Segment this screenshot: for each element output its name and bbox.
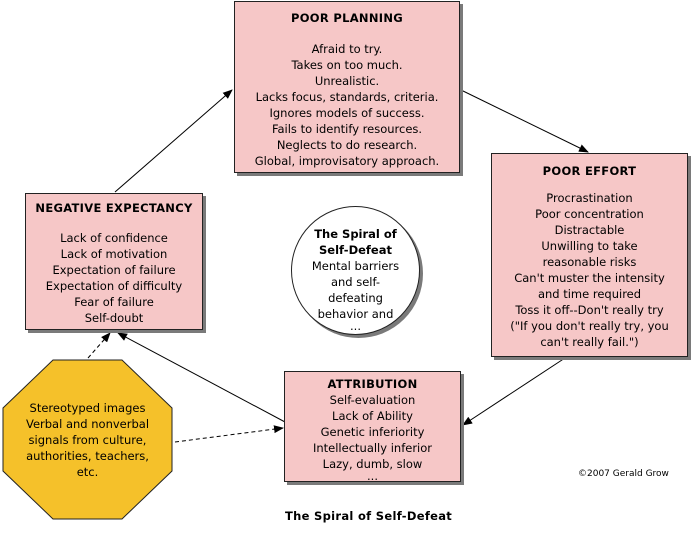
cultural-signals-octagon <box>2 359 173 520</box>
negative-expectancy-item: Lack of motivation <box>60 247 168 261</box>
cultural-signals-text: Stereotyped images Verbal and nonverbal … <box>0 400 175 480</box>
circle-body-line: Mental barriers <box>311 259 400 273</box>
attribution-box: ATTRIBUTION Self-evaluation Lack of Abil… <box>284 371 461 482</box>
poor-effort-item: Toss it off--Don't really try <box>515 303 664 317</box>
poor-planning-item: Fails to identify resources. <box>271 122 423 136</box>
negative-expectancy-item: Lack of confidence <box>60 231 168 245</box>
circle-body-line: ... <box>350 319 361 333</box>
negative-expectancy-item: Fear of failure <box>74 295 154 309</box>
circle-body-line: and self- <box>330 275 381 289</box>
poor-effort-box: POOR EFFORT Procrastination Poor concent… <box>491 153 688 357</box>
circle-title-line: The Spiral of <box>314 227 397 241</box>
octagon-line: authorities, teachers, <box>26 449 149 463</box>
poor-effort-item: Poor concentration <box>535 207 644 221</box>
poor-effort-item: Distractable <box>554 223 625 237</box>
circle-title-line: Self-Defeat <box>318 243 392 257</box>
poor-planning-item: Neglects to do research. <box>276 138 418 152</box>
negative-expectancy-box: NEGATIVE EXPECTANCY Lack of confidence L… <box>25 193 203 330</box>
attribution-item: Genetic inferiority <box>320 425 425 439</box>
arrow-planning-to-effort <box>460 89 589 153</box>
octagon-line: etc. <box>76 465 99 479</box>
poor-effort-item: Unwilling to take reasonable risks <box>541 239 638 269</box>
arrow-effort-to-attribution <box>462 357 566 426</box>
spiral-of-self-defeat-circle: The Spiral of Self-Defeat Mental barrier… <box>291 206 420 335</box>
attribution-item: Lazy, dumb, slow <box>322 457 423 471</box>
poor-planning-item: Lacks focus, standards, criteria. <box>255 90 439 104</box>
attribution-item: Self-evaluation <box>329 393 416 407</box>
attribution-title: ATTRIBUTION <box>327 377 418 391</box>
poor-planning-item: Afraid to try. <box>311 42 383 56</box>
attribution-item: Intellectually inferior <box>312 441 433 455</box>
poor-effort-title: POOR EFFORT <box>542 164 637 178</box>
octagon-line: Stereotyped images <box>29 401 146 415</box>
circle-body-line: behavior and <box>317 307 394 321</box>
poor-planning-item: Takes on too much. <box>291 58 403 72</box>
poor-planning-item: Global, improvisatory approach. <box>254 154 440 168</box>
octagon-line: Verbal and nonverbal <box>25 417 150 431</box>
arrow-octagon-to-attribution <box>174 425 284 443</box>
arrow-attribution-to-negative <box>117 332 286 423</box>
arrow-octagon-to-negative <box>87 332 111 359</box>
poor-effort-item: Procrastination <box>546 191 633 205</box>
octagon-line: signals from culture, <box>28 433 147 447</box>
diagram-caption: The Spiral of Self-Defeat <box>285 509 453 523</box>
negative-expectancy-item: Self-doubt <box>84 311 144 325</box>
poor-planning-box: POOR PLANNING Afraid to try. Takes on to… <box>234 1 460 173</box>
attribution-item: ... <box>367 469 378 483</box>
negative-expectancy-item: Expectation of difficulty <box>45 279 183 293</box>
attribution-item: Lack of Ability <box>332 409 413 423</box>
poor-planning-title: POOR PLANNING <box>291 11 403 25</box>
poor-effort-item: ("If you don't really try, you can't rea… <box>510 319 669 349</box>
poor-planning-item: Unrealistic. <box>314 74 380 88</box>
arrow-negative-to-planning <box>114 89 233 193</box>
circle-body-line: defeating <box>328 291 383 305</box>
copyright-text: ©2007 Gerald Grow <box>578 469 669 479</box>
poor-planning-item: Ignores models of success. <box>269 106 425 120</box>
poor-effort-item: Can't muster the intensity and time requ… <box>514 271 665 301</box>
negative-expectancy-item: Expectation of failure <box>52 263 176 277</box>
negative-expectancy-title: NEGATIVE EXPECTANCY <box>35 201 193 215</box>
